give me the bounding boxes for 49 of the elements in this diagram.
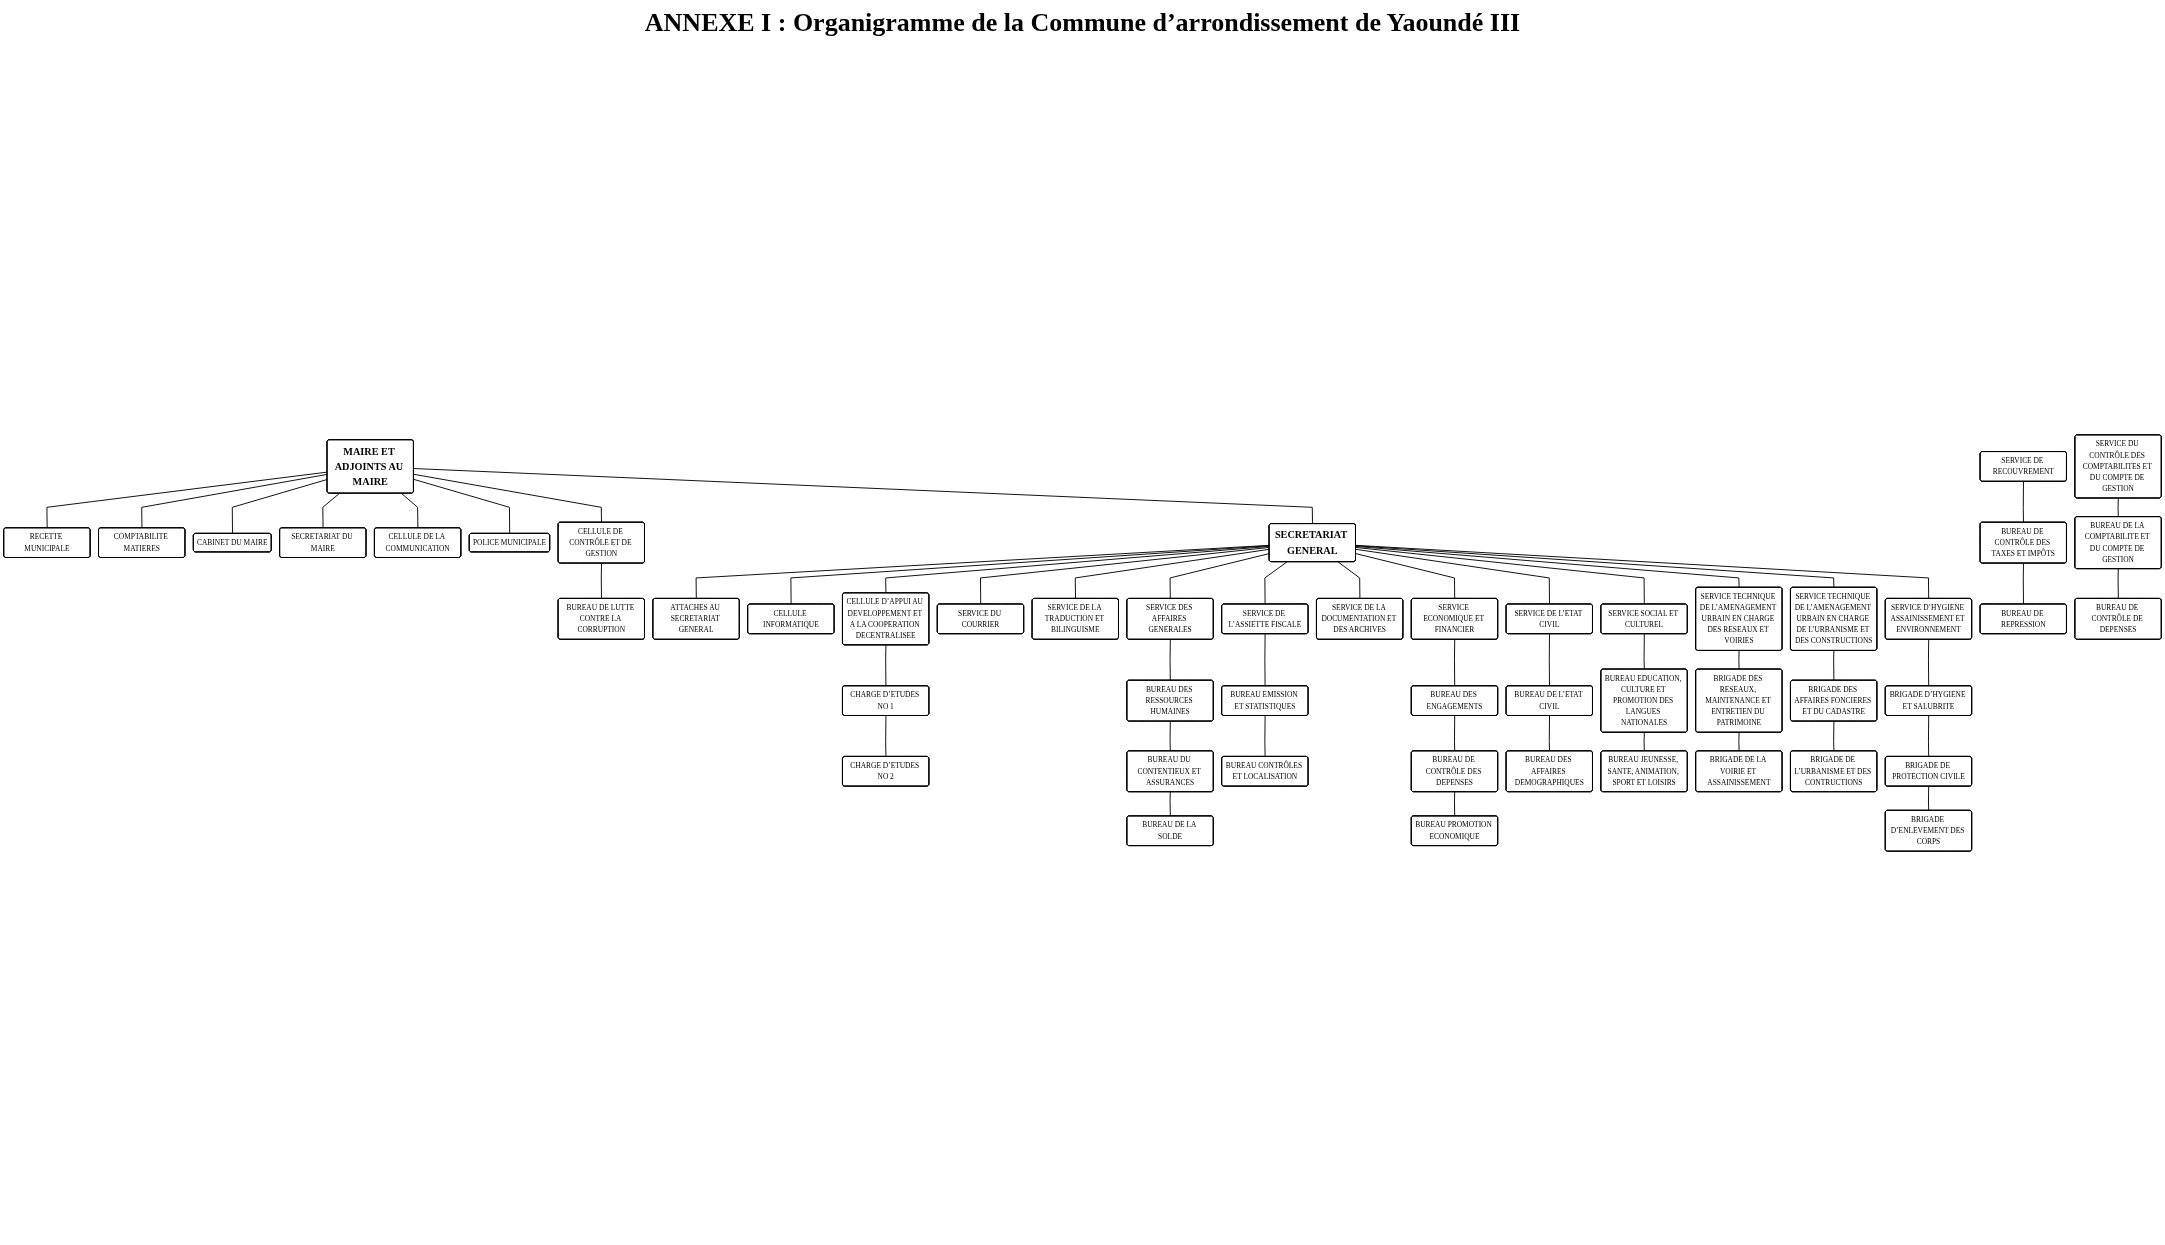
connector <box>141 473 328 529</box>
connector <box>413 468 1313 525</box>
connector <box>1169 553 1270 600</box>
connector <box>231 479 328 535</box>
connector <box>1337 561 1361 600</box>
connector <box>1074 548 1270 600</box>
connector <box>2117 497 2119 518</box>
connector <box>1454 639 1456 687</box>
connector <box>400 492 419 529</box>
connector <box>322 492 340 529</box>
connector <box>1355 545 1740 588</box>
connector <box>1454 791 1456 817</box>
connector <box>1355 544 1930 600</box>
connector <box>1355 547 1645 605</box>
connector <box>1169 791 1171 817</box>
connector <box>1928 785 1930 811</box>
connector <box>695 544 1270 600</box>
connector <box>1355 545 1835 588</box>
connector <box>1355 548 1550 605</box>
connector <box>1833 720 1835 752</box>
connector <box>1169 720 1171 752</box>
connector <box>790 545 1270 605</box>
diagram-title: ANNEXE I : Organigramme de la Commune d’arrondissement de Yaoundé III <box>643 7 1522 39</box>
connector <box>1355 553 1456 600</box>
connector <box>980 547 1270 605</box>
connector <box>1264 715 1266 758</box>
connector <box>1643 633 1645 670</box>
connector <box>1454 715 1456 752</box>
connector <box>1928 639 1930 687</box>
connector <box>1928 715 1930 758</box>
connector <box>2117 568 2119 600</box>
connector <box>885 644 887 687</box>
connector <box>46 471 328 529</box>
connector <box>1738 650 1740 670</box>
connector <box>1833 650 1835 681</box>
connector <box>413 478 511 535</box>
connector <box>885 715 887 758</box>
connector <box>600 562 602 600</box>
connector <box>1169 639 1171 681</box>
connector <box>1738 732 1740 752</box>
connector <box>1643 732 1645 752</box>
connector <box>1264 561 1288 605</box>
connector <box>885 545 1270 594</box>
connector <box>2022 562 2024 605</box>
connector <box>1264 633 1266 687</box>
connector <box>1548 633 1550 687</box>
connector <box>1548 715 1550 752</box>
connector <box>2022 481 2024 523</box>
connector <box>413 473 602 523</box>
